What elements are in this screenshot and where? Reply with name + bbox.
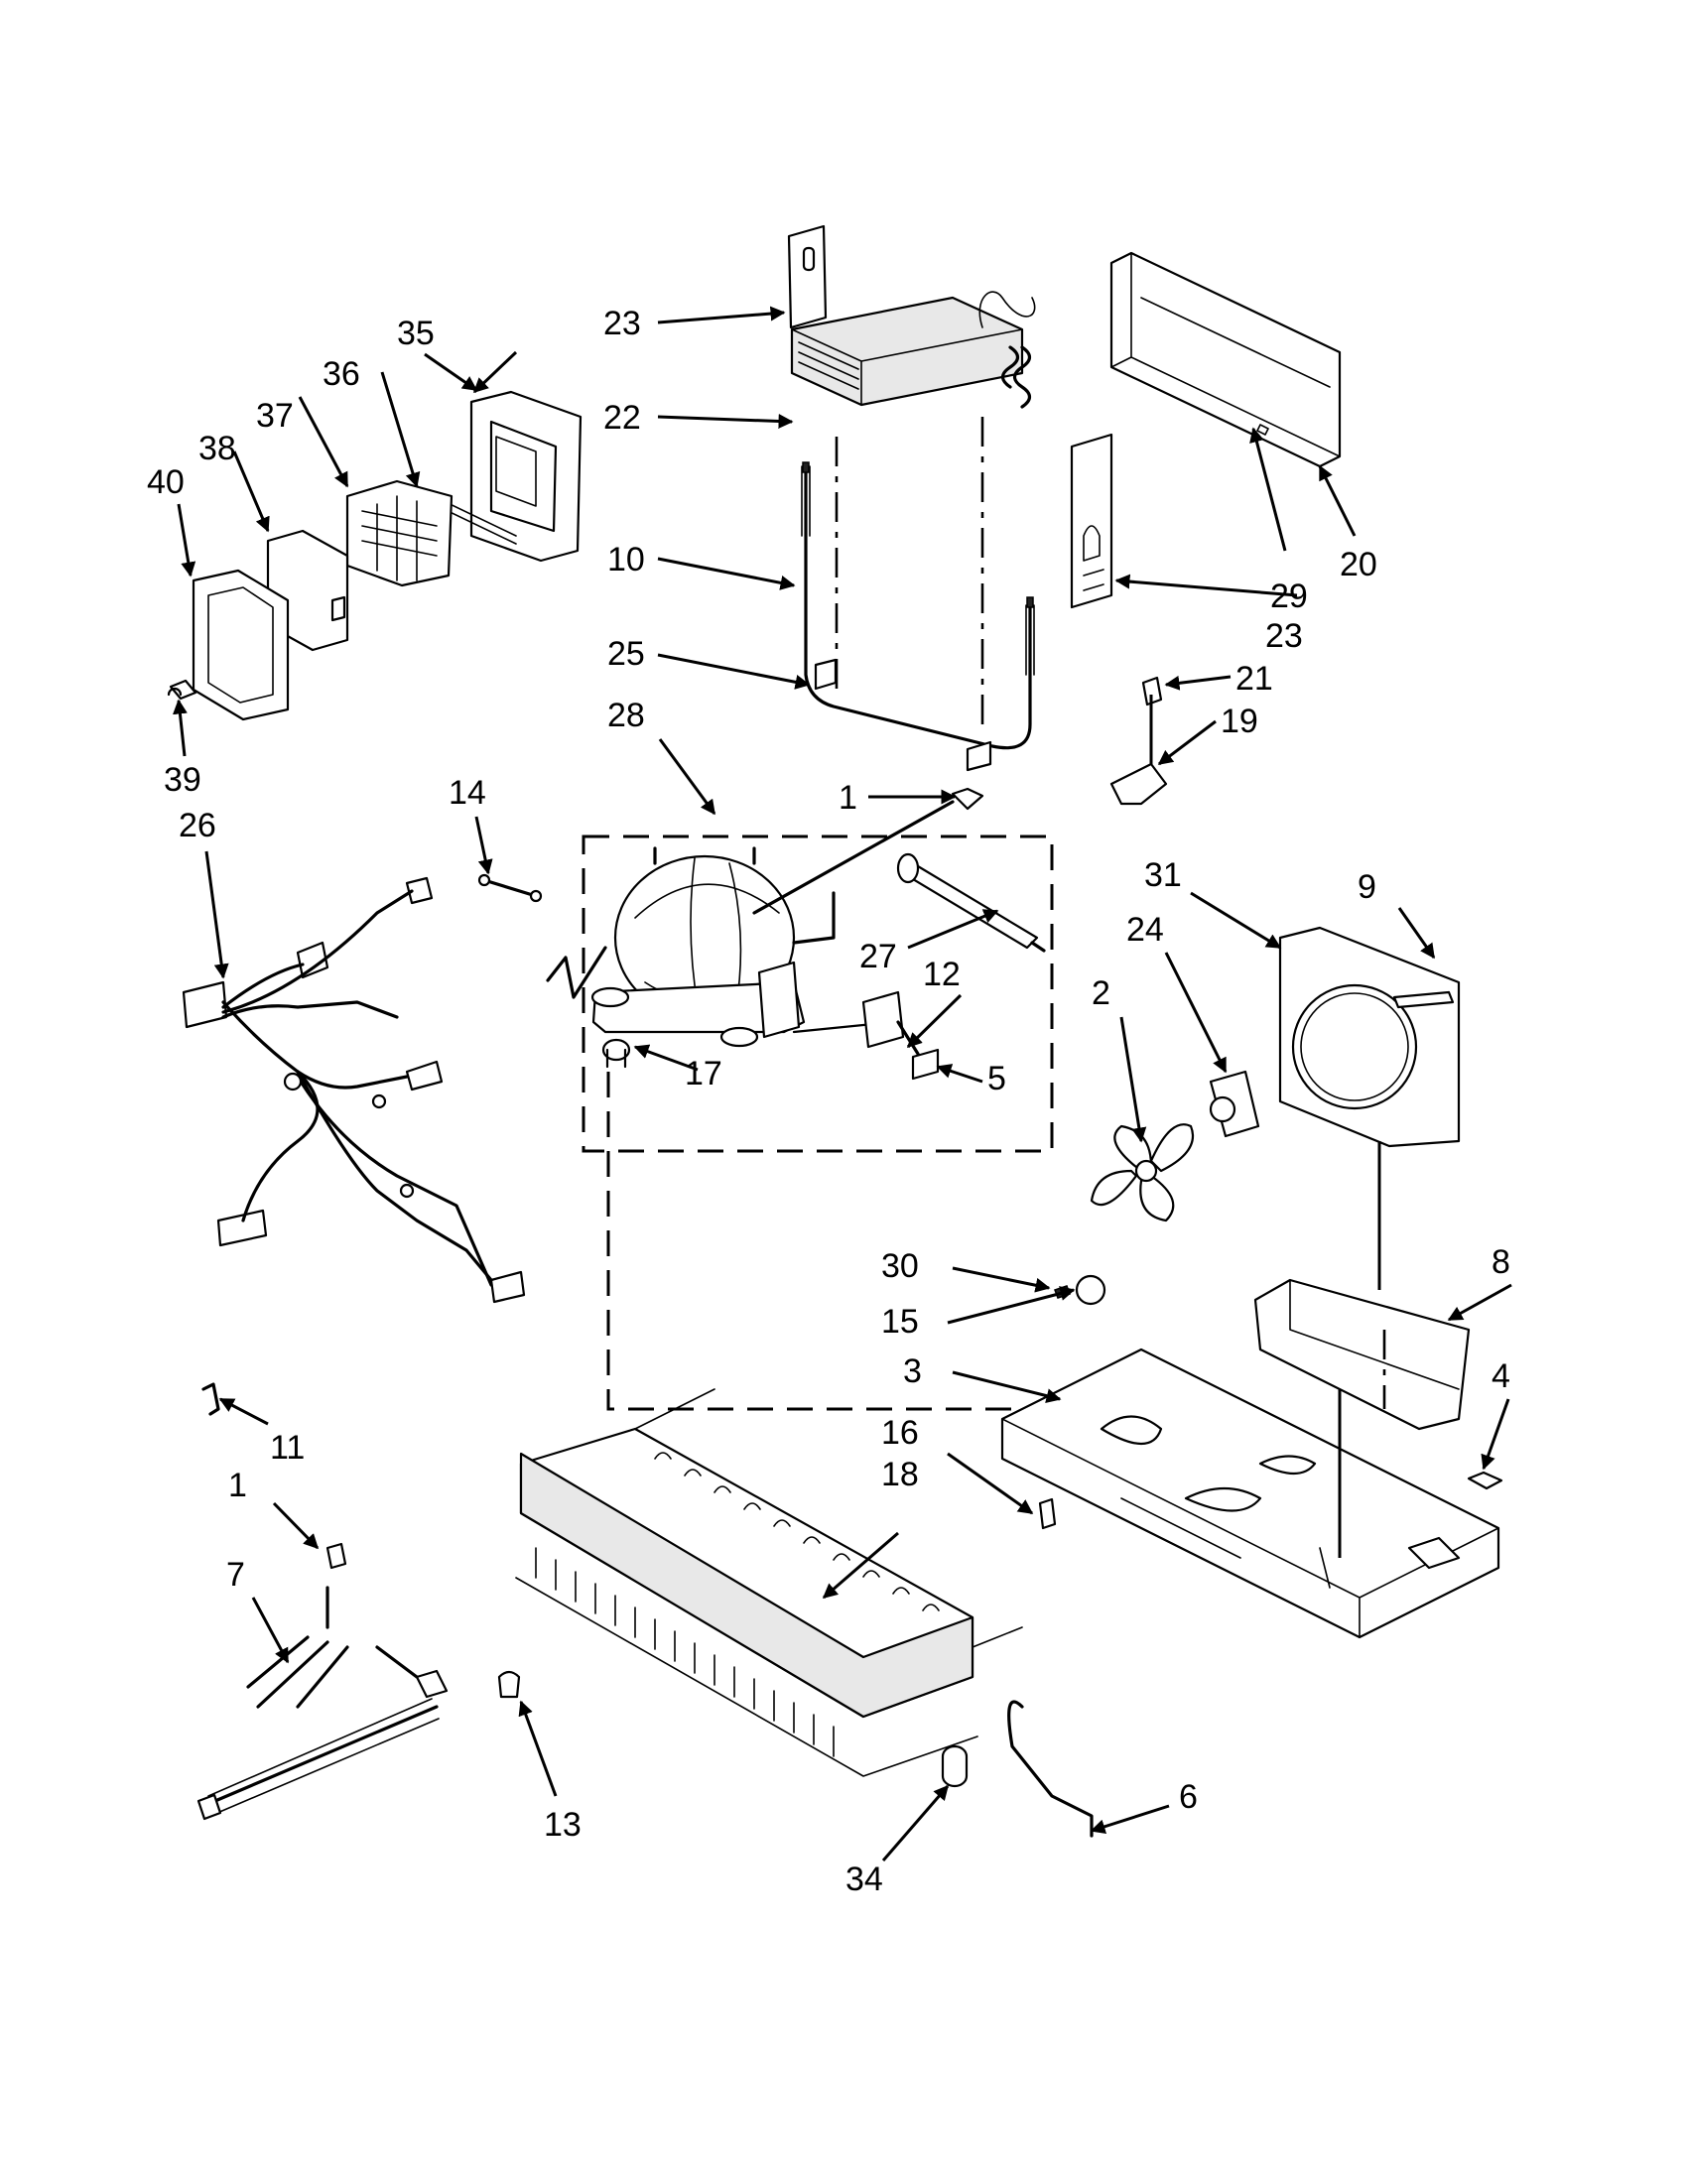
callout-6: 6 — [1179, 1778, 1198, 1816]
screw-1-top — [951, 787, 984, 811]
callout-29: 29 — [1270, 578, 1308, 615]
machine-compartment-base — [1000, 1348, 1500, 1639]
control-housing — [469, 390, 583, 563]
callout-1-top: 1 — [839, 779, 857, 817]
callout-23-left: 23 — [603, 305, 641, 342]
drier — [896, 852, 1046, 953]
callout-9: 9 — [1358, 868, 1376, 906]
callout-26: 26 — [179, 807, 216, 844]
evaporator-left-bracket — [787, 224, 828, 329]
clip-11 — [201, 1382, 220, 1416]
callout-37: 37 — [256, 397, 294, 435]
callout-12: 12 — [923, 956, 961, 993]
condenser — [515, 1388, 1023, 1777]
callout-16: 16 — [881, 1414, 919, 1452]
callout-15: 15 — [881, 1303, 919, 1341]
callout-17: 17 — [685, 1055, 722, 1092]
screw-21 — [1141, 676, 1163, 707]
evaporator — [790, 296, 1024, 407]
leader-1-to-compressor — [752, 800, 955, 915]
start-device — [861, 990, 905, 1049]
callout-25: 25 — [607, 635, 645, 673]
callout-5: 5 — [987, 1060, 1006, 1097]
tube-6 — [1007, 1700, 1094, 1838]
screw-1-bottom — [325, 1542, 347, 1570]
drain-trough-left — [814, 658, 838, 691]
callout-11: 11 — [270, 1429, 305, 1467]
callout-19: 19 — [1221, 703, 1258, 740]
compressor-kit-box — [582, 835, 1054, 1153]
control-board — [345, 479, 454, 587]
callout-38: 38 — [198, 430, 236, 467]
compressor — [590, 846, 836, 1048]
spacer-34 — [941, 1744, 969, 1788]
callout-labels: 23 22 10 25 28 1 23 20 29 21 19 35 36 37… — [147, 305, 1510, 1898]
strap-14 — [482, 878, 538, 898]
callout-13: 13 — [544, 1806, 582, 1844]
screw-16 — [1038, 1497, 1057, 1530]
main-wire-harness — [182, 876, 526, 1304]
callout-31: 31 — [1144, 856, 1182, 894]
condenser-fan-shroud — [1278, 926, 1461, 1148]
screw-4 — [1467, 1471, 1503, 1490]
fan-motor — [1209, 1070, 1260, 1138]
mounting-frame — [192, 569, 290, 721]
grommet — [601, 1038, 631, 1069]
clip-19 — [1109, 762, 1168, 806]
callout-35: 35 — [397, 315, 435, 352]
tubing-14-to-compressor — [546, 946, 607, 999]
evaporator-cover — [1109, 251, 1342, 468]
leader-lines — [172, 306, 1512, 1862]
callout-21: 21 — [1235, 660, 1273, 698]
screw-39 — [167, 679, 197, 701]
drain-trough-right — [966, 740, 992, 772]
callout-23-right: 23 — [1265, 617, 1303, 655]
callout-2: 2 — [1092, 974, 1110, 1012]
fan-blade — [1090, 1123, 1195, 1222]
callout-14: 14 — [449, 774, 486, 812]
evaporator-right-bracket — [1070, 433, 1113, 609]
callout-10: 10 — [607, 541, 645, 578]
callout-7: 7 — [226, 1556, 245, 1594]
callout-36: 36 — [323, 355, 360, 393]
callout-40: 40 — [147, 463, 185, 501]
evaporator-assembly — [787, 224, 1113, 609]
callout-27: 27 — [859, 938, 897, 975]
callout-30: 30 — [881, 1247, 919, 1285]
callout-18: 18 — [881, 1456, 919, 1493]
callout-28: 28 — [607, 697, 645, 734]
screw-9 — [1392, 990, 1455, 1009]
grommet-15 — [1075, 1274, 1106, 1306]
callout-24: 24 — [1126, 911, 1164, 949]
callout-4: 4 — [1492, 1357, 1510, 1395]
callout-3: 3 — [903, 1352, 922, 1390]
clip-13 — [497, 1670, 521, 1699]
callout-20: 20 — [1340, 546, 1377, 583]
callout-39: 39 — [164, 761, 201, 799]
fan-bracket — [1253, 1278, 1471, 1431]
callout-22: 22 — [603, 399, 641, 437]
callout-8: 8 — [1492, 1243, 1510, 1281]
callout-1-bottom: 1 — [228, 1467, 247, 1504]
callout-34: 34 — [845, 1861, 883, 1898]
